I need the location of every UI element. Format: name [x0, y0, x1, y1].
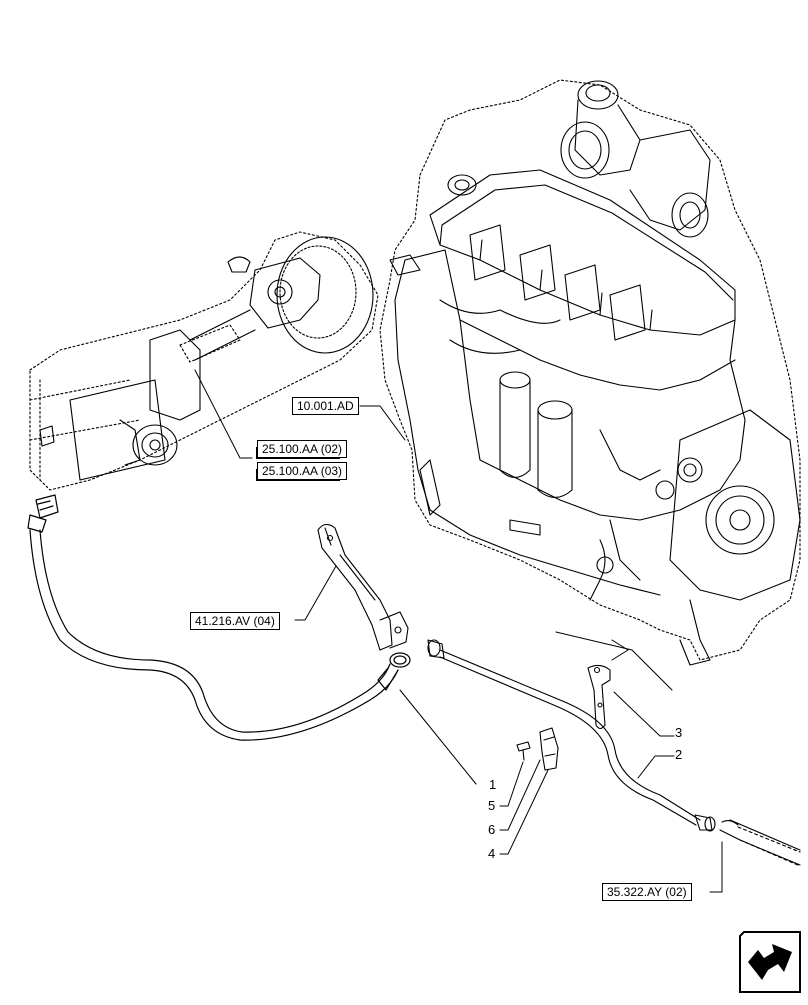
next-page-arrow-icon — [739, 931, 801, 993]
ref-label-line-end[interactable]: 35.322.AY (02) — [602, 883, 692, 901]
axle-illustration — [29, 231, 379, 491]
hose-item-1 — [27, 494, 411, 741]
ref-label-axle-02[interactable]: 25.100.AA (02) — [257, 440, 348, 458]
item-number-1: 1 — [489, 777, 497, 792]
item-number-4: 4 — [488, 846, 496, 861]
ref-label-bracket[interactable]: 41.216.AV (04) — [190, 612, 280, 630]
engine-illustration — [379, 79, 801, 666]
leader-lines — [194, 369, 723, 893]
ref-label-engine[interactable]: 10.001.AD — [292, 397, 359, 415]
ref-label-axle-03[interactable]: 25.100.AA (03) — [257, 462, 348, 480]
item-number-3: 3 — [675, 725, 683, 740]
pipe-item-2 — [427, 639, 801, 867]
clip-parts — [516, 664, 611, 771]
bracket-assembly — [317, 523, 409, 651]
next-page-button[interactable] — [738, 930, 802, 994]
item-number-6: 6 — [488, 822, 496, 837]
item-number-2: 2 — [675, 747, 683, 762]
item-number-5: 5 — [488, 798, 496, 813]
